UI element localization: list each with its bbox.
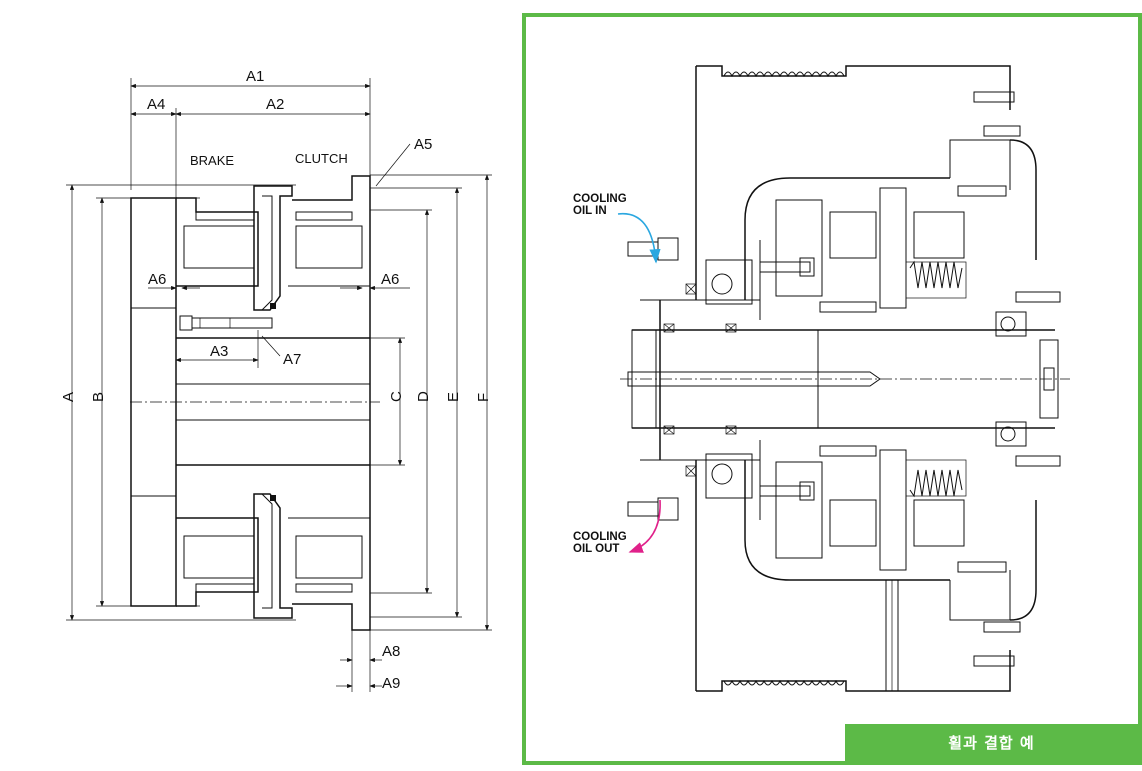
dim-b: B bbox=[90, 392, 107, 402]
dim-d: D bbox=[415, 391, 432, 402]
dim-f: F bbox=[475, 393, 492, 402]
cooling-oil-out-line2: OIL OUT bbox=[573, 543, 619, 555]
example-panel-frame bbox=[522, 13, 1142, 765]
dim-a: A bbox=[60, 392, 77, 402]
dim-a9: A9 bbox=[382, 675, 400, 692]
dim-a7: A7 bbox=[283, 351, 301, 368]
cooling-oil-out-line1: COOLING bbox=[573, 531, 627, 543]
dim-a2: A2 bbox=[266, 96, 284, 113]
dim-a6-left: A6 bbox=[148, 271, 166, 288]
dim-a8: A8 bbox=[382, 643, 400, 660]
left-cross-section-drawing: A1 A4 A2 A5 BRAKE CLUTCH A6 A6 A3 A7 A8 … bbox=[60, 68, 492, 692]
cooling-oil-in-line2: OIL IN bbox=[573, 205, 607, 217]
brake-label: BRAKE bbox=[190, 153, 234, 168]
dim-a6-right: A6 bbox=[381, 271, 399, 288]
example-caption: 휠과 결합 예 bbox=[845, 724, 1138, 761]
dim-a5: A5 bbox=[414, 136, 432, 153]
clutch-label: CLUTCH bbox=[295, 151, 348, 166]
wheel-coupling-example-drawing: COOLING OIL IN COOLING OIL OUT bbox=[573, 65, 1070, 692]
dim-a3: A3 bbox=[210, 343, 228, 360]
dim-e: E bbox=[445, 392, 462, 402]
cooling-oil-in-line1: COOLING bbox=[573, 193, 627, 205]
dim-a4: A4 bbox=[147, 96, 165, 113]
dim-a1: A1 bbox=[246, 68, 264, 85]
dim-c: C bbox=[388, 391, 405, 402]
